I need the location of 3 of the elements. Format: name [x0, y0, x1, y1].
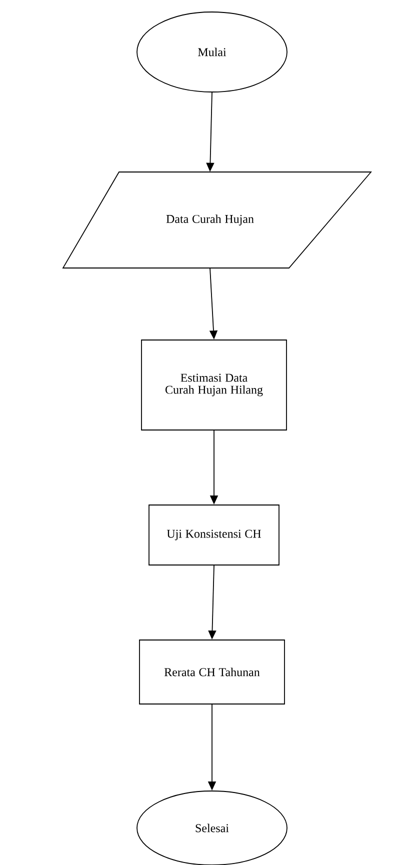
process-box: Uji Konsistensi CH [148, 504, 280, 566]
process-box: Rerata CH Tahunan [139, 640, 285, 704]
process-box: Estimasi Data Curah Hujan Hilang [141, 340, 287, 430]
